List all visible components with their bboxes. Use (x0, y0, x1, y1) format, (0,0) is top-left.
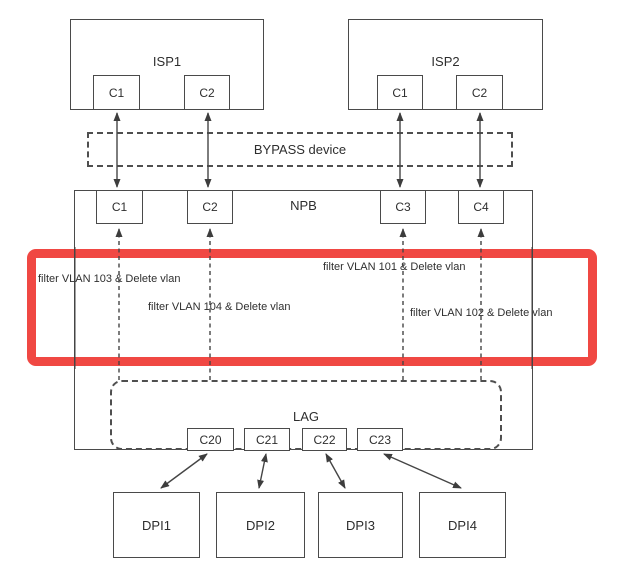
npb-port-c1: C1 (96, 190, 143, 224)
lag-port-c20: C20 (187, 428, 234, 451)
npb-port-c2: C2 (187, 190, 233, 224)
filter-vlan-103-label: filter VLAN 103 & Delete vlan (38, 273, 181, 285)
filter-vlan-102-label: filter VLAN 102 & Delete vlan (410, 307, 553, 319)
filter-vlan-104-label: filter VLAN 104 & Delete vlan (148, 301, 291, 313)
filter-vlan-101-label: filter VLAN 101 & Delete vlan (323, 261, 466, 273)
isp2-port-c2: C2 (456, 75, 503, 110)
dpi3-box: DPI3 (318, 492, 403, 558)
lag-port-c21: C21 (244, 428, 290, 451)
npb-port-c4: C4 (458, 190, 504, 224)
dpi4-box: DPI4 (419, 492, 506, 558)
bypass-device-box: BYPASS device (87, 132, 513, 167)
dpi1-box: DPI1 (113, 492, 200, 558)
arrow-c21-dpi2 (257, 453, 268, 489)
arrow-c20-dpi1 (160, 453, 208, 489)
red-highlight-annotation (27, 249, 597, 366)
isp2-label: ISP2 (431, 54, 460, 69)
arrow-c23-dpi4 (383, 453, 462, 489)
dpi2-box: DPI2 (216, 492, 305, 558)
arrow-c22-dpi3 (325, 453, 346, 489)
bypass-device-label: BYPASS device (253, 142, 347, 157)
lag-label: LAG (292, 409, 319, 424)
lag-port-c23: C23 (357, 428, 403, 451)
isp2-port-c1: C1 (377, 75, 423, 110)
isp1-label: ISP1 (152, 54, 182, 69)
lag-port-c22: C22 (302, 428, 347, 451)
npb-label: NPB (290, 198, 317, 213)
isp1-port-c1: C1 (93, 75, 140, 110)
isp1-port-c2: C2 (184, 75, 230, 110)
npb-port-c3: C3 (380, 190, 426, 224)
